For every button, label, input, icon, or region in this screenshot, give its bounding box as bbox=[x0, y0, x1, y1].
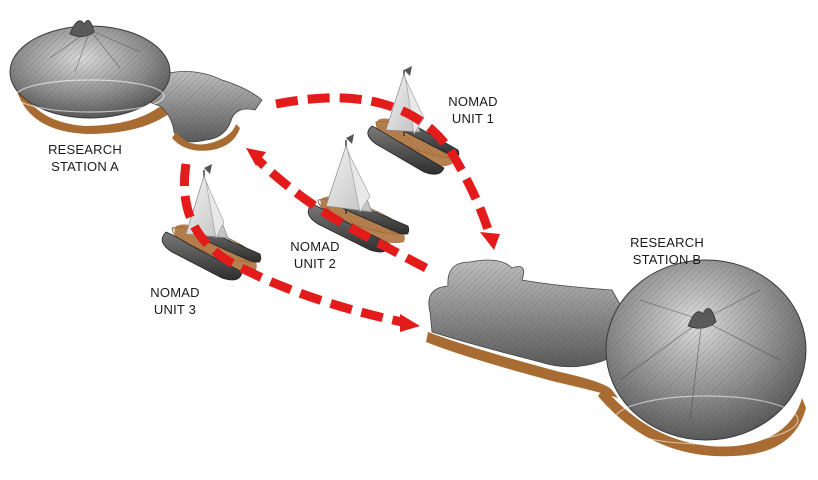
label-line: STATION A bbox=[30, 158, 140, 175]
label-line: RESEARCH bbox=[30, 141, 140, 158]
arrowhead-to-station-b-bottom bbox=[400, 314, 420, 332]
label-nomad-unit-2: NOMAD UNIT 2 bbox=[270, 238, 360, 272]
label-line: NOMAD bbox=[130, 284, 220, 301]
label-line: UNIT 1 bbox=[428, 110, 518, 127]
station-a-vent bbox=[70, 20, 94, 36]
arrowhead-to-station-b-top bbox=[480, 232, 500, 250]
research-station-a bbox=[10, 20, 262, 150]
label-line: NOMAD bbox=[428, 93, 518, 110]
label-nomad-unit-3: NOMAD UNIT 3 bbox=[130, 284, 220, 318]
label-nomad-unit-1: NOMAD UNIT 1 bbox=[428, 93, 518, 127]
label-line: UNIT 3 bbox=[130, 301, 220, 318]
nomad-unit-3-boat bbox=[162, 164, 261, 280]
label-line: UNIT 2 bbox=[270, 255, 360, 272]
label-line: STATION B bbox=[612, 251, 722, 268]
label-research-station-a: RESEARCH STATION A bbox=[30, 141, 140, 175]
label-line: NOMAD bbox=[270, 238, 360, 255]
label-research-station-b: RESEARCH STATION B bbox=[612, 234, 722, 268]
label-line: RESEARCH bbox=[612, 234, 722, 251]
research-station-b bbox=[426, 260, 806, 456]
